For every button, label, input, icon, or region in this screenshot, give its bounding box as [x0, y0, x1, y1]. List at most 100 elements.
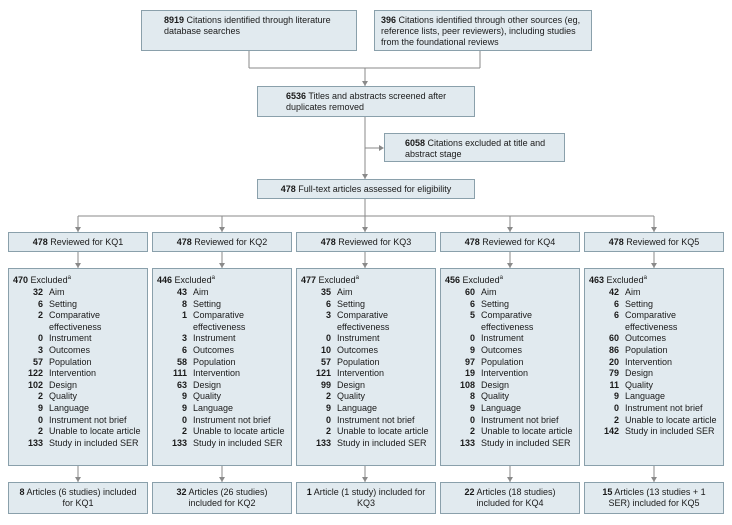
reason-count: 9	[181, 402, 187, 413]
count: 478	[608, 237, 624, 247]
reason-count: 122	[27, 368, 43, 379]
count: 22	[464, 487, 475, 497]
label: Reviewed for KQ2	[194, 237, 268, 247]
reason-count: 0	[37, 333, 43, 344]
label: Articles (13 studies + 1 SER) included f…	[608, 487, 706, 508]
count: 6058	[405, 138, 426, 148]
reason-count: 58	[176, 356, 187, 367]
reason-label: Outcomes	[337, 344, 379, 355]
reason-label: Comparative effectiveness	[625, 310, 678, 332]
count: 396	[381, 15, 397, 25]
reason-count: 0	[325, 333, 331, 344]
reason-label: Language	[337, 402, 378, 413]
box-reviewed-kq2: 478 Reviewed for KQ2	[152, 232, 292, 252]
count: 478	[32, 237, 48, 247]
reason-count: 133	[27, 437, 43, 448]
excluded-count: 477	[301, 275, 317, 285]
reason-count: 9	[181, 391, 187, 402]
label: Articles (26 studies) included for KQ2	[188, 487, 268, 508]
excluded-label: Excluded	[462, 275, 500, 285]
box-included-kq4: 22 Articles (18 studies) included for KQ…	[440, 482, 580, 514]
reason-label: Unable to locate article	[49, 426, 141, 437]
reason-label: Study in included SER	[337, 437, 427, 448]
label: Reviewed for KQ1	[50, 237, 124, 247]
reason-count: 9	[37, 402, 43, 413]
reason-count: 133	[315, 437, 331, 448]
box-reviewed-kq1: 478 Reviewed for KQ1	[8, 232, 148, 252]
label: Citations identified through literature …	[164, 15, 331, 36]
reason-count: 42	[608, 287, 619, 297]
footnote-mark: a	[643, 275, 647, 281]
reason-count: 9	[469, 402, 475, 413]
reason-label: Comparative effectiveness	[49, 310, 102, 332]
reason-label: Comparative effectiveness	[337, 310, 390, 332]
reason-count: 133	[459, 437, 475, 448]
reason-count: 6	[613, 310, 619, 321]
reason-count: 121	[315, 368, 331, 379]
reason-label: Population	[625, 344, 668, 355]
reason-label: Comparative effectiveness	[481, 310, 534, 332]
reason-label: Design	[337, 379, 366, 390]
reason-label: Outcomes	[193, 344, 235, 355]
reason-count: 60	[464, 287, 475, 297]
reason-label: Population	[337, 356, 380, 367]
reason-count: 57	[32, 356, 43, 367]
reason-count: 133	[171, 437, 187, 448]
reason-count: 1	[181, 310, 187, 321]
reason-label: Setting	[193, 298, 222, 309]
reason-label: Outcomes	[625, 333, 667, 344]
box-fulltext-assessed: 478 Full-text articles assessed for elig…	[257, 179, 475, 199]
reason-count: 2	[37, 310, 43, 321]
reason-label: Language	[193, 402, 234, 413]
count: 1	[306, 487, 312, 497]
reason-count: 0	[181, 414, 187, 425]
reason-label: Quality	[625, 379, 654, 390]
box-included-kq1: 8 Articles (6 studies) included for KQ1	[8, 482, 148, 514]
reason-label: Language	[49, 402, 90, 413]
label: Citations excluded at title and abstract…	[405, 138, 546, 159]
reason-count: 2	[325, 426, 331, 437]
reason-count: 79	[608, 368, 619, 379]
reason-label: Population	[481, 356, 524, 367]
count: 6536	[286, 91, 307, 101]
reason-label: Aim	[481, 287, 497, 297]
reason-count: 35	[320, 287, 331, 297]
reason-count: 9	[613, 391, 619, 402]
reason-label: Quality	[49, 391, 78, 402]
excluded-header: 446 Excludeda	[157, 273, 287, 286]
reason-label: Study in included SER	[481, 437, 571, 448]
reason-label: Intervention	[49, 368, 97, 379]
count: 478	[280, 184, 296, 194]
reason-label: Intervention	[481, 368, 529, 379]
label: Full-text articles assessed for eligibil…	[298, 184, 452, 194]
footnote-mark: a	[355, 275, 359, 281]
reason-count: 142	[603, 426, 619, 437]
box-reviewed-kq5: 478 Reviewed for KQ5	[584, 232, 724, 252]
exclusion-reason-row: 122 Intervention	[13, 368, 143, 380]
reason-count: 2	[37, 391, 43, 402]
